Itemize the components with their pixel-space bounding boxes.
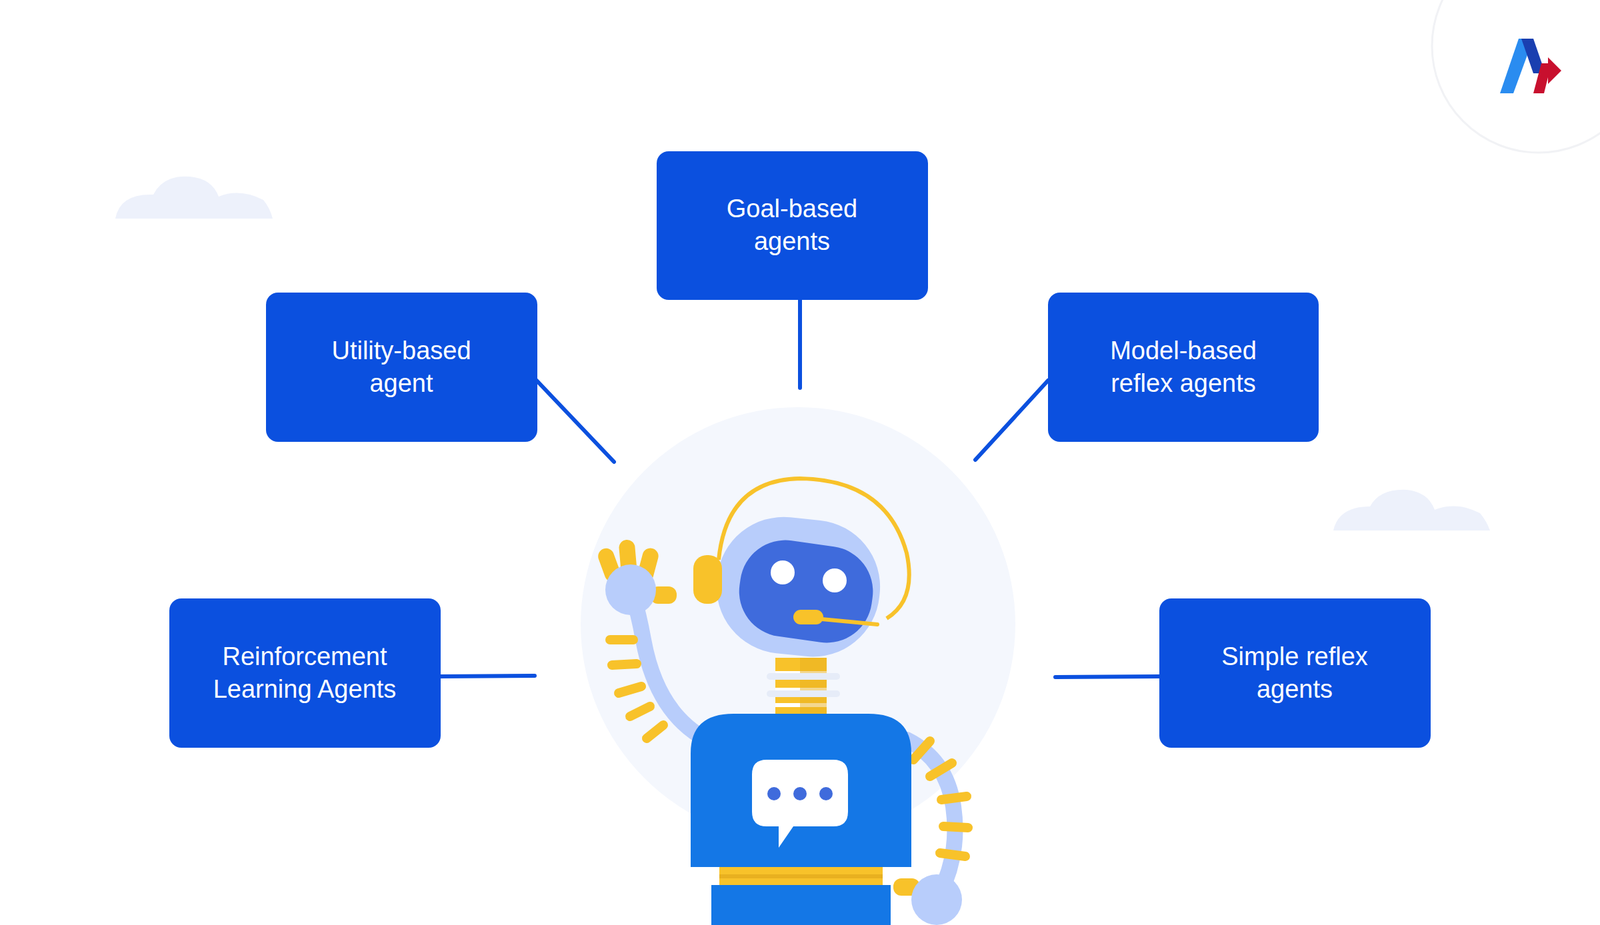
box-content: Reinforcement Learning Agents	[204, 640, 405, 706]
box-content: Utility-based agent	[301, 334, 502, 400]
box-label: Reinforcement Learning Agents	[204, 640, 405, 706]
cloud	[1333, 490, 1490, 531]
box-label: Goal-based agents	[692, 192, 892, 258]
box-label: Model-based reflex agents	[1083, 334, 1284, 400]
box-content: Simple reflex agents	[1194, 640, 1395, 706]
agent-box: Model-based reflex agents	[1048, 292, 1319, 442]
cloud	[115, 176, 273, 219]
box-content: Goal-based agents	[692, 192, 892, 258]
robot	[596, 478, 968, 925]
logo-mark	[1533, 57, 1562, 94]
agent-box: Utility-based agent	[266, 292, 538, 442]
agent-box: Goal-based agents	[656, 151, 928, 300]
logo-badge	[1432, 0, 1600, 153]
agent-box: Simple reflex agents	[1159, 598, 1431, 748]
box-label: Utility-based agent	[301, 334, 502, 400]
agent-box: Reinforcement Learning Agents	[169, 598, 441, 748]
box-label: Simple reflex agents	[1194, 640, 1395, 706]
box-content: Model-based reflex agents	[1083, 334, 1284, 400]
